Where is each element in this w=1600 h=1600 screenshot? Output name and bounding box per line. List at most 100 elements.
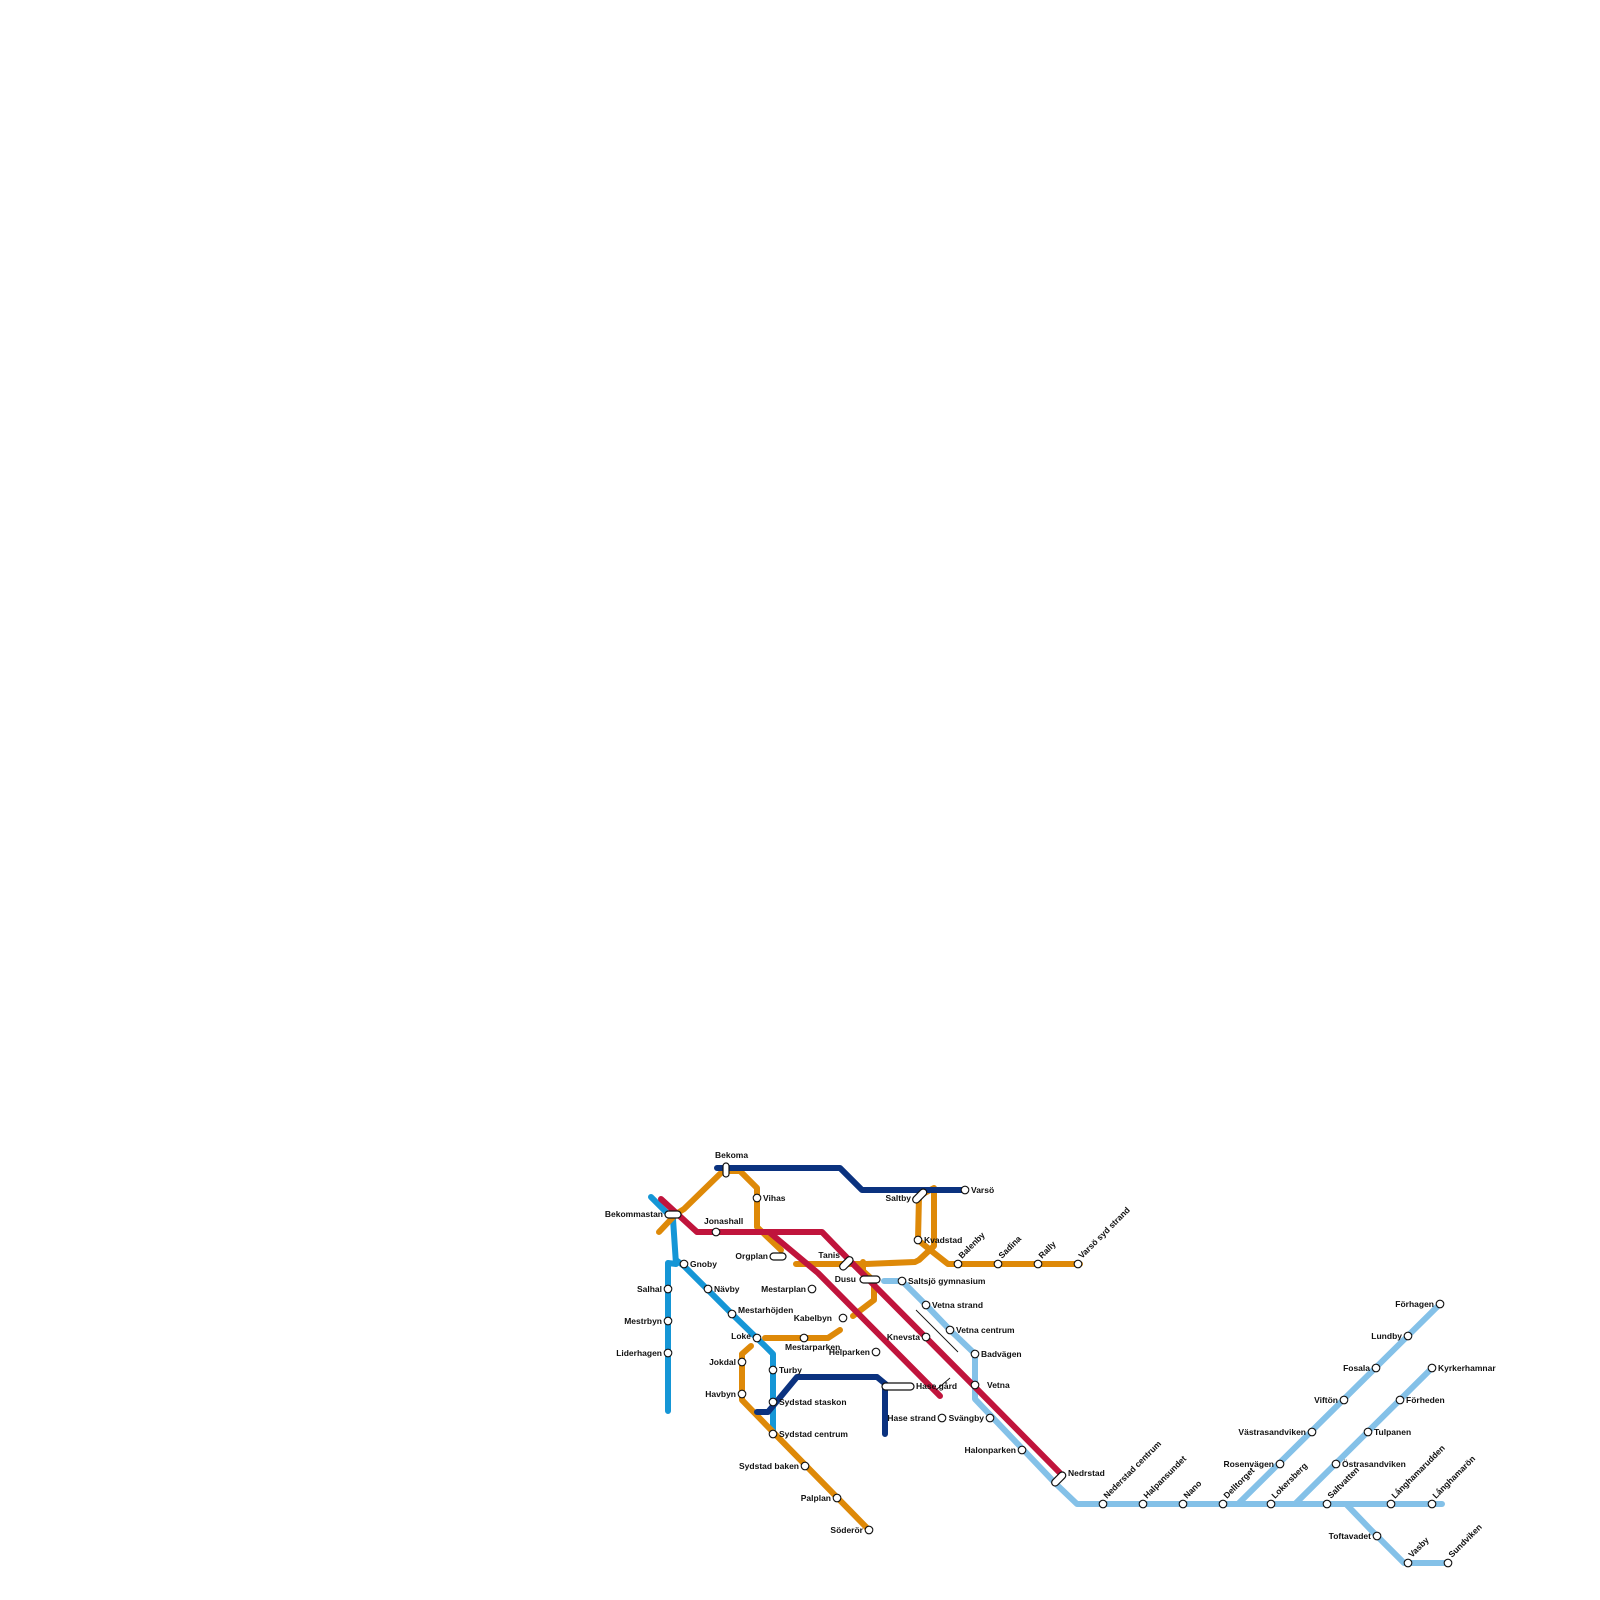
station-sydstad-baken-marker[interactable]: [800, 1461, 810, 1471]
station-toftavadet-marker[interactable]: [1372, 1531, 1382, 1541]
station-navby-marker[interactable]: [703, 1284, 713, 1294]
station-mestarparken[interactable]: Mestarparken: [785, 1342, 840, 1352]
station-palplan-marker[interactable]: [832, 1493, 842, 1503]
station-delltorget-marker[interactable]: [1218, 1499, 1228, 1509]
station-tulpanen[interactable]: Tulpanen: [1374, 1427, 1411, 1437]
station-kvadstad-marker[interactable]: [913, 1235, 923, 1245]
station-toftavadet[interactable]: Toftavadet: [1329, 1531, 1372, 1541]
station-vastrasandviken-marker[interactable]: [1307, 1427, 1317, 1437]
station-rally-marker[interactable]: [1033, 1259, 1043, 1269]
station-halpansundet-marker[interactable]: [1138, 1499, 1148, 1509]
station-saltby[interactable]: Saltby: [885, 1193, 911, 1203]
station-lundby-marker[interactable]: [1403, 1331, 1413, 1341]
station-salhal[interactable]: Salhal: [637, 1284, 662, 1294]
station-vihas[interactable]: Vihas: [763, 1193, 786, 1203]
station-mestarhojden[interactable]: Mestarhöjden: [738, 1305, 793, 1315]
station-bekommastan-marker[interactable]: [664, 1210, 682, 1219]
station-liderhagen-marker[interactable]: [663, 1348, 673, 1358]
station-liderhagen[interactable]: Liderhagen: [616, 1348, 662, 1358]
station-knevsta-marker[interactable]: [921, 1332, 931, 1342]
station-vifton-marker[interactable]: [1339, 1395, 1349, 1405]
station-salhal-marker[interactable]: [663, 1284, 673, 1294]
station-svangby[interactable]: Svängby: [949, 1413, 985, 1423]
station-halonparken[interactable]: Halonparken: [965, 1445, 1017, 1455]
station-nedrstad-marker[interactable]: [1050, 1471, 1067, 1488]
station-saltvatten-marker[interactable]: [1322, 1499, 1332, 1509]
station-fosala[interactable]: Fosala: [1343, 1363, 1370, 1373]
station-vetna-marker[interactable]: [970, 1380, 980, 1390]
station-nano-marker[interactable]: [1178, 1499, 1188, 1509]
station-tulpanen-marker[interactable]: [1363, 1427, 1373, 1437]
station-tanis-marker[interactable]: [838, 1255, 854, 1271]
station-forheden[interactable]: Förheden: [1406, 1395, 1445, 1405]
station-badvagen-marker[interactable]: [970, 1349, 980, 1359]
station-loke-marker[interactable]: [752, 1333, 762, 1343]
station-mestrbyn-marker[interactable]: [663, 1316, 673, 1326]
station-vetna-strand-marker[interactable]: [921, 1300, 931, 1310]
station-vastrasandviken[interactable]: Västrasandviken: [1238, 1427, 1306, 1437]
station-rosenvagen-marker[interactable]: [1275, 1459, 1285, 1469]
station-hase-gard[interactable]: Hase gård: [916, 1381, 957, 1391]
station-helparken[interactable]: Helparken: [829, 1347, 870, 1357]
station-mestarhojden-marker[interactable]: [727, 1309, 737, 1319]
station-helparken-marker[interactable]: [871, 1347, 881, 1357]
station-forhagen-marker[interactable]: [1435, 1299, 1445, 1309]
station-varso[interactable]: Varsö: [971, 1185, 994, 1195]
station-tanis[interactable]: Tanis: [818, 1250, 840, 1260]
station-sydstad-centrum-marker[interactable]: [768, 1429, 778, 1439]
station-vasby[interactable]: Vasby: [1406, 1535, 1431, 1560]
station-turby-marker[interactable]: [768, 1365, 778, 1375]
station-palplan[interactable]: Palplan: [801, 1493, 831, 1503]
station-bekoma-marker[interactable]: [722, 1162, 730, 1178]
station-jokdal-marker[interactable]: [737, 1357, 747, 1367]
station-sundviken-marker[interactable]: [1443, 1558, 1453, 1568]
station-nedrstad[interactable]: Nedrstad: [1068, 1468, 1105, 1478]
station-kabelbyn[interactable]: Kabelbyn: [794, 1313, 832, 1323]
station-kyrkerhamnar[interactable]: Kyrkerhamnar: [1438, 1363, 1496, 1373]
station-mestarplan-marker[interactable]: [807, 1284, 817, 1294]
station-dusu-marker[interactable]: [859, 1275, 881, 1284]
station-sadina-marker[interactable]: [993, 1259, 1003, 1269]
station-soderor-marker[interactable]: [864, 1525, 874, 1535]
station-havbyn-marker[interactable]: [737, 1389, 747, 1399]
station-mestrbyn[interactable]: Mestrbyn: [624, 1316, 662, 1326]
station-dusu[interactable]: Dusu: [835, 1274, 856, 1284]
station-forhagen[interactable]: Förhagen: [1395, 1299, 1434, 1309]
station-varso-marker[interactable]: [960, 1185, 970, 1195]
station-sydstad-staskon-marker[interactable]: [768, 1397, 778, 1407]
station-vetna-centrum-marker[interactable]: [945, 1325, 955, 1335]
station-navby[interactable]: Nävby: [714, 1284, 740, 1294]
station-kvadstad[interactable]: Kvadstad: [924, 1235, 962, 1245]
station-badvagen[interactable]: Badvägen: [981, 1349, 1022, 1359]
station-vasby-marker[interactable]: [1403, 1558, 1413, 1568]
station-jokdal[interactable]: Jokdal: [709, 1357, 736, 1367]
station-mestarparken-marker[interactable]: [799, 1333, 809, 1343]
station-fosala-marker[interactable]: [1371, 1363, 1381, 1373]
station-vetna[interactable]: Vetna: [987, 1380, 1010, 1390]
station-gnoby-marker[interactable]: [679, 1259, 689, 1269]
station-soderor[interactable]: Söderör: [830, 1525, 863, 1535]
station-saltsjo-gymnasium[interactable]: Saltsjö gymnasium: [908, 1276, 986, 1286]
station-mestarplan[interactable]: Mestarplan: [761, 1284, 806, 1294]
station-sydstad-centrum[interactable]: Sydstad centrum: [779, 1429, 848, 1439]
station-vihas-marker[interactable]: [752, 1193, 762, 1203]
station-kabelbyn-marker[interactable]: [838, 1313, 848, 1323]
station-havbyn[interactable]: Havbyn: [705, 1389, 736, 1399]
station-delltorget[interactable]: Delltorget: [1221, 1465, 1256, 1500]
station-langhamaron[interactable]: Långhamarön: [1430, 1454, 1477, 1501]
station-loke[interactable]: Loke: [731, 1331, 751, 1341]
station-sydstad-baken[interactable]: Sydstad baken: [739, 1461, 799, 1471]
station-ostrasandviken[interactable]: Östrasandviken: [1342, 1459, 1406, 1469]
station-vetna-strand[interactable]: Vetna strand: [932, 1300, 983, 1310]
station-ostrasandviken-marker[interactable]: [1331, 1459, 1341, 1469]
station-orgplan-marker[interactable]: [769, 1252, 787, 1261]
station-sadina[interactable]: Sadina: [996, 1233, 1023, 1260]
station-jonashall[interactable]: Jonashall: [704, 1216, 743, 1226]
station-saltby-marker[interactable]: [911, 1188, 928, 1205]
station-hase-strand[interactable]: Hase strand: [887, 1413, 936, 1423]
station-rally[interactable]: Rally: [1036, 1239, 1058, 1261]
station-halonparken-marker[interactable]: [1017, 1445, 1027, 1455]
station-hase-gard-marker[interactable]: [881, 1382, 915, 1391]
station-bekommastan[interactable]: Bekommastan: [605, 1209, 663, 1219]
station-jonashall-marker[interactable]: [711, 1227, 721, 1237]
